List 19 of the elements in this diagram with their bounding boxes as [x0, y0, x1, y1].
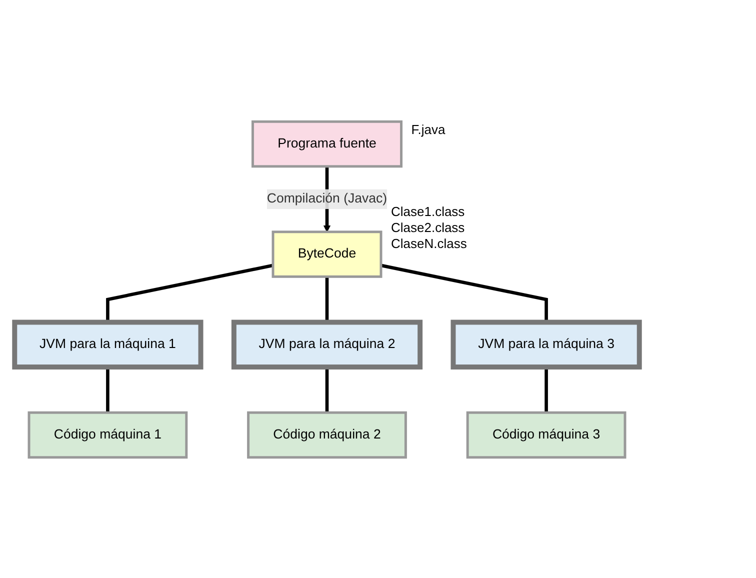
node-box: Código máquina 3 — [466, 410, 626, 458]
node-box: JVM para la máquina 2 — [231, 319, 423, 369]
node-box: Código máquina 2 — [247, 410, 407, 458]
node-box: Programa fuente — [251, 120, 403, 168]
connector — [106, 263, 274, 322]
node-box: JVM para la máquina 3 — [450, 319, 642, 369]
connector — [380, 263, 548, 322]
node-box: JVM para la máquina 1 — [12, 319, 204, 369]
file-name: F.java — [411, 122, 446, 138]
connector — [106, 366, 110, 412]
file-name: Clase2.class — [390, 220, 466, 235]
connector — [325, 366, 329, 412]
file-name: Clase1.class — [390, 204, 466, 219]
file-name: ClaseN.class — [390, 236, 467, 251]
node-box: Código máquina 1 — [28, 410, 188, 458]
node-box: ByteCode — [272, 230, 382, 278]
connector — [544, 366, 548, 412]
connector — [325, 276, 329, 322]
edge-label: Compilación (Javac) — [266, 191, 388, 206]
